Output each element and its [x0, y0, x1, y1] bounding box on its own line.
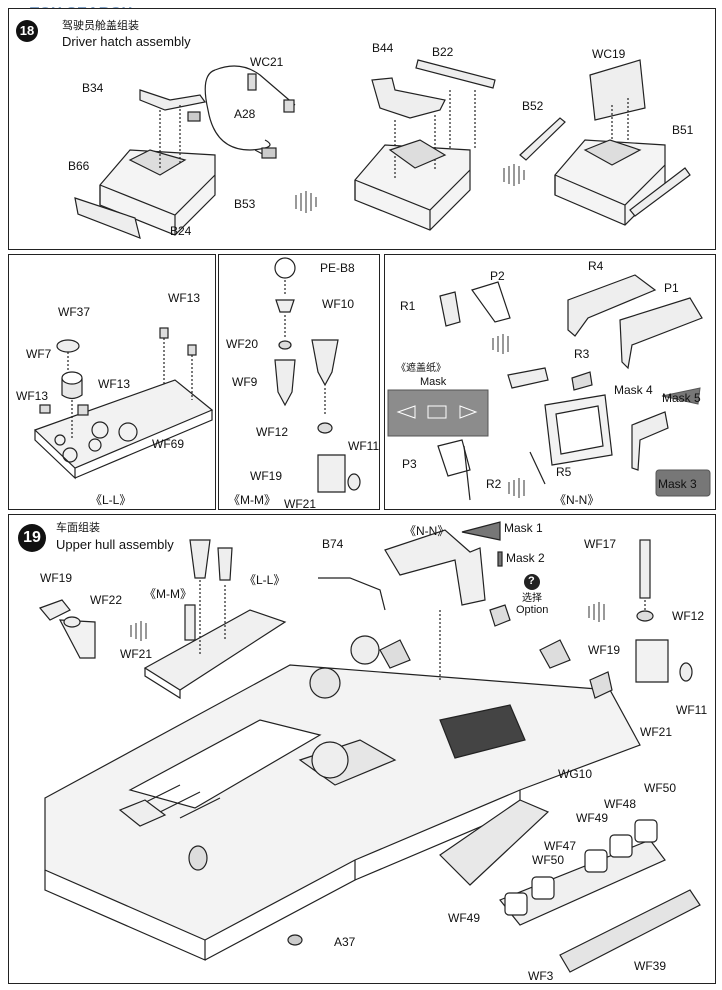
- label-WF39: WF39: [634, 959, 667, 973]
- label-B44: B44: [372, 41, 394, 55]
- mask-sheet-en: Mask: [420, 376, 447, 388]
- label-WF50-top: WF50: [644, 781, 677, 795]
- label-Mask4: Mask 4: [614, 383, 653, 397]
- label-Mask3: Mask 3: [658, 477, 697, 491]
- option-en: Option: [516, 604, 549, 616]
- label-WG10: WG10: [558, 767, 593, 781]
- label-R2: R2: [486, 477, 502, 491]
- step18-title-cn: 驾驶员舱盖组装: [62, 20, 139, 32]
- label-B74: B74: [322, 537, 344, 551]
- label-WF50-bottom: WF50: [532, 853, 565, 867]
- label-B51: B51: [672, 123, 694, 137]
- caption-LL: 《L-L》: [90, 493, 132, 507]
- step18-title-en: Driver hatch assembly: [62, 34, 191, 49]
- label-WF49-bottom: WF49: [448, 911, 481, 925]
- label-WF12: WF12: [672, 609, 705, 623]
- label-PE-B8: PE-B8: [320, 261, 355, 275]
- label-WF19: WF19: [250, 469, 283, 483]
- label-WF10: WF10: [322, 297, 355, 311]
- subassembly-MM-panel: [218, 254, 380, 510]
- label-WF21: WF21: [284, 497, 317, 511]
- step19-title-en: Upper hull assembly: [56, 537, 174, 552]
- label-P2: P2: [490, 269, 505, 283]
- label-P1: P1: [664, 281, 679, 295]
- label-WF3: WF3: [528, 969, 554, 983]
- step19-number: 19: [18, 524, 46, 552]
- label-B34: B34: [82, 81, 104, 95]
- label-WF49-top: WF49: [576, 811, 609, 825]
- label-WF21-left: WF21: [120, 647, 153, 661]
- label-R1: R1: [400, 299, 416, 313]
- label-Mask2: Mask 2: [506, 551, 545, 565]
- label-WF7: WF7: [26, 347, 52, 361]
- label-WF69: WF69: [152, 437, 185, 451]
- label-WF11: WF11: [676, 703, 708, 717]
- label-WF47: WF47: [544, 839, 577, 853]
- label-WF13-left: WF13: [16, 389, 49, 403]
- label-B22: B22: [432, 45, 454, 59]
- label-A28: A28: [234, 107, 256, 121]
- option-cn: 选择: [522, 593, 542, 604]
- callout-NN: 《N-N》: [404, 524, 450, 538]
- label-B53: B53: [234, 197, 256, 211]
- label-WF37: WF37: [58, 305, 91, 319]
- label-WF13-mid: WF13: [98, 377, 131, 391]
- mask-sheet-title: 《遮盖纸》: [396, 363, 446, 374]
- subassembly-NN-panel: [384, 254, 716, 510]
- label-WF19-left: WF19: [40, 571, 73, 585]
- label-WF12: WF12: [256, 425, 289, 439]
- label-B24: B24: [170, 224, 192, 238]
- label-WF20: WF20: [226, 337, 259, 351]
- label-WF19-right: WF19: [588, 643, 621, 657]
- label-WF11: WF11: [348, 439, 380, 453]
- label-B66: B66: [68, 159, 90, 173]
- label-WF21-right: WF21: [640, 725, 673, 739]
- label-Mask1: Mask 1: [504, 521, 543, 535]
- label-P3: P3: [402, 457, 417, 471]
- label-WF17: WF17: [584, 537, 617, 551]
- label-R5: R5: [556, 465, 572, 479]
- label-WF9: WF9: [232, 375, 258, 389]
- label-WF48: WF48: [604, 797, 637, 811]
- caption-MM: 《M-M》: [228, 493, 276, 507]
- label-B52: B52: [522, 99, 544, 113]
- option-mark: ?: [528, 575, 535, 587]
- label-WF13-top: WF13: [168, 291, 201, 305]
- label-WF22: WF22: [90, 593, 123, 607]
- label-Mask5: Mask 5: [662, 391, 701, 405]
- step18-number: 18: [16, 20, 38, 42]
- label-WC21: WC21: [250, 55, 284, 69]
- subassembly-LL-panel: [8, 254, 216, 510]
- label-WC19: WC19: [592, 47, 626, 61]
- callout-LL: 《L-L》: [244, 573, 286, 587]
- label-R4: R4: [588, 259, 604, 273]
- step19-title-cn: 车面组装: [56, 522, 100, 534]
- label-A37: A37: [334, 935, 356, 949]
- label-R3: R3: [574, 347, 590, 361]
- caption-NN: 《N-N》: [554, 493, 600, 507]
- callout-MM: 《M-M》: [144, 587, 192, 601]
